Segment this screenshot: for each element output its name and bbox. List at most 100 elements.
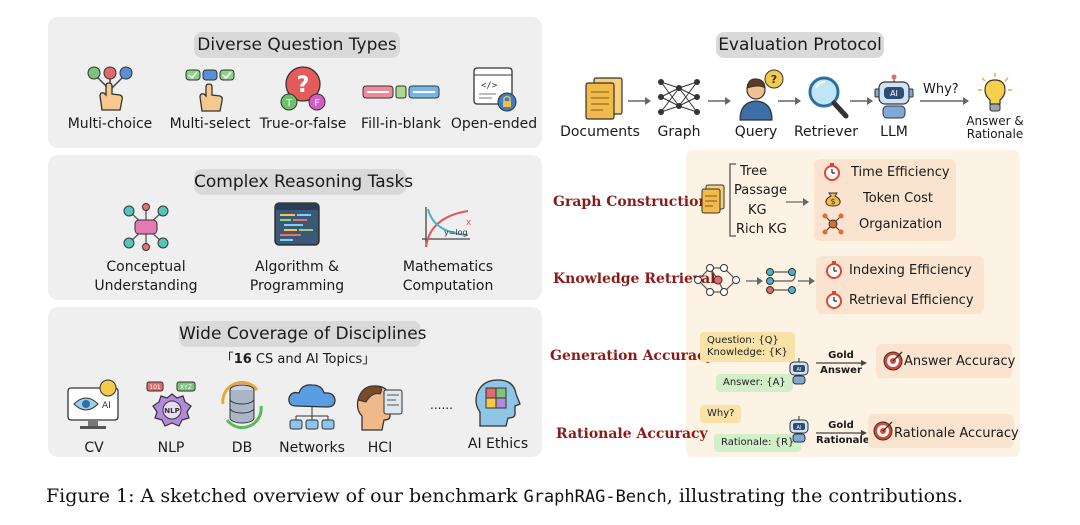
answer-rationale-line2: Rationale <box>966 127 1024 141</box>
svg-text:$: $ <box>830 197 835 206</box>
hci-head-icon <box>356 385 403 431</box>
task-label-knowledge-retrieval: Knowledge Retrieval <box>553 271 716 287</box>
ai-ethics-head-icon <box>475 379 521 427</box>
rationale-target-icon <box>873 421 893 441</box>
metric-retrieval-efficiency: Retrieval Efficiency <box>849 293 974 308</box>
task-label-rationale-accuracy: Rationale Accuracy <box>556 426 708 442</box>
graph-type-passage: Passage <box>734 183 787 198</box>
answer-rationale-line1: Answer & <box>966 114 1024 128</box>
question-type-label-true-or-false: True-or-false <box>259 116 347 132</box>
cloud-network-icon <box>288 384 336 430</box>
metric-token-cost: Token Cost <box>863 191 934 206</box>
reasoning-task-line2-conceptual: Understanding <box>94 278 198 294</box>
protocol-title: Evaluation Protocol <box>716 32 884 58</box>
disciplines-subtitle: 「16 CS and AI Topics」 <box>0 348 596 367</box>
rationale-gold-line2: Rationale <box>816 435 870 446</box>
graph-type-rich-kg: Rich KG <box>736 222 787 237</box>
concept-map-icon <box>123 203 169 251</box>
reasoning-tasks-title: Complex Reasoning Tasks <box>194 169 413 195</box>
discipline-label-hci: HCI <box>367 440 393 456</box>
multi-select-hand-icon <box>185 69 235 112</box>
money-bag-icon: $ <box>825 192 841 207</box>
reasoning-task-label-algorithm: Algorithm & Programming <box>233 258 361 296</box>
question-type-label-multi-choice: Multi-choice <box>67 116 153 132</box>
svg-text:?: ? <box>297 73 310 98</box>
svg-text:NLP: NLP <box>164 407 179 415</box>
database-icon <box>221 380 263 430</box>
robot-llm-icon: AI <box>874 74 914 119</box>
caption-suffix: , illustrating the contributions. <box>666 485 964 507</box>
generation-gold-label: Gold <box>818 350 864 361</box>
disciplines-subtitle-open: 「 <box>220 352 234 367</box>
generation-gold-line1: Gold <box>828 350 854 361</box>
caption-prefix: Figure 1: A sketched overview of our ben… <box>46 485 524 507</box>
code-editor-icon <box>274 202 320 246</box>
reasoning-task-line1-mathematics: Mathematics <box>402 259 494 275</box>
magnifier-icon <box>808 76 849 119</box>
arrow-retriever-to-llm <box>850 97 873 105</box>
svg-text:T: T <box>285 98 293 109</box>
svg-text:F: F <box>314 98 320 109</box>
user-query-icon: ? <box>739 69 784 121</box>
discipline-label-cv: CV <box>84 440 104 456</box>
arrow-llm-to-answer <box>920 97 969 105</box>
svg-text:?: ? <box>771 73 777 86</box>
graph-type-kg: KG <box>748 203 767 218</box>
discipline-label-db: DB <box>231 440 253 456</box>
arrow-query-to-retriever <box>778 97 801 105</box>
reasoning-task-line2-mathematics: Computation <box>402 278 494 294</box>
stopwatch-icon <box>824 163 840 181</box>
retrieved-path-icon <box>766 268 796 294</box>
svg-text:XYZ: XYZ <box>180 384 192 391</box>
documents-icon <box>585 77 623 120</box>
retrieval-stopwatch-icon <box>826 291 842 309</box>
rationale-gold-line1: Gold <box>828 420 854 431</box>
rationale-gold-sub: Rationale <box>816 435 870 446</box>
caption-benchmark-name: GraphRAG-Bench <box>523 487 667 507</box>
generation-gold-line2: Answer <box>820 365 862 376</box>
rationale-robot-icon: AI <box>789 416 809 443</box>
protocol-step-label-llm: LLM <box>880 124 908 140</box>
generation-prompt-knowledge: Knowledge: {K} <box>707 347 788 358</box>
arrow-graph-to-query <box>708 97 731 105</box>
indexing-stopwatch-icon <box>826 261 842 279</box>
generation-output-box: Answer: {A} <box>716 374 793 392</box>
reasoning-task-line2-algorithm: Programming <box>249 278 345 294</box>
discipline-label-ai-ethics: AI Ethics <box>467 436 529 452</box>
generation-prompt-question: Question: {Q} <box>707 335 779 346</box>
metric-answer-accuracy: Answer Accuracy <box>904 354 1016 369</box>
disciplines-ellipsis: ...... <box>430 398 453 412</box>
protocol-step-label-retriever: Retriever <box>793 124 859 140</box>
figure-caption: Figure 1: A sketched overview of our ben… <box>46 485 963 507</box>
graph-network-icon <box>658 79 700 115</box>
open-ended-code-icon: </> <box>473 67 517 112</box>
task-label-graph-construction: Graph Construction <box>553 194 709 210</box>
rationale-prompt-box: Why? <box>700 405 742 423</box>
question-type-label-open-ended: Open-ended <box>450 116 538 132</box>
generation-prompt-box: Question: {Q} Knowledge: {K} <box>700 332 795 362</box>
reasoning-task-line1-algorithm: Algorithm & <box>255 259 339 275</box>
metric-indexing-efficiency: Indexing Efficiency <box>849 263 972 278</box>
computer-vision-icon: AI <box>67 379 119 429</box>
answer-rationale-label: Answer & Rationale <box>960 115 1030 141</box>
svg-text:101: 101 <box>149 384 161 391</box>
graph-type-bracket <box>729 163 736 237</box>
reasoning-task-label-conceptual: Conceptual Understanding <box>82 258 210 296</box>
generation-robot-icon: AI <box>789 358 809 385</box>
task-label-generation-accuracy: Generation Accuracy <box>550 348 714 364</box>
svg-text:AI: AI <box>102 401 111 411</box>
svg-text:AI: AI <box>890 89 898 98</box>
arrow-docs-to-graph <box>628 97 651 105</box>
discipline-label-nlp: NLP <box>157 440 185 456</box>
disciplines-subtitle-close: 」 <box>362 352 376 367</box>
question-types-title: Diverse Question Types <box>194 32 400 58</box>
lightbulb-icon <box>978 73 1012 112</box>
svg-text:AI: AI <box>797 425 802 431</box>
rationale-output-box: Rationale: {R} <box>714 434 802 452</box>
protocol-step-label-graph: Graph <box>657 124 701 140</box>
arrow-graph-types-to-metrics <box>786 198 809 206</box>
metric-time-efficiency: Time Efficiency <box>851 165 950 180</box>
fill-in-blank-icon <box>362 85 440 99</box>
metric-rationale-accuracy: Rationale Accuracy <box>894 426 1019 441</box>
target-icon <box>883 351 903 371</box>
